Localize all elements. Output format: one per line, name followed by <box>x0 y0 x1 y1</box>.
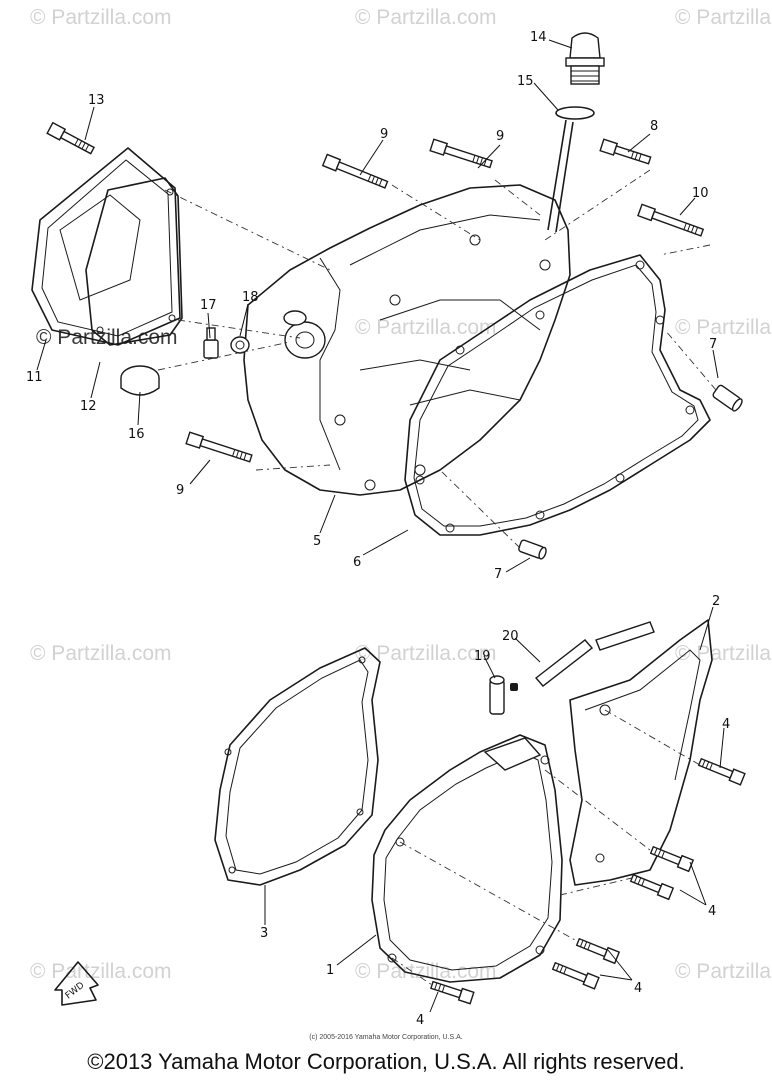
part-20-hose <box>534 621 655 687</box>
callout-1: 1 <box>326 963 334 978</box>
watermark: © Partzilla.com <box>30 6 172 29</box>
callout-12: 12 <box>80 399 97 414</box>
callout-7: 7 <box>494 567 502 582</box>
callout-9: 9 <box>496 129 504 144</box>
watermark: © Partzilla.com <box>36 326 178 349</box>
part-7-dowel <box>518 539 547 560</box>
part-13-bolt <box>46 121 95 155</box>
callout-13: 13 <box>88 93 105 108</box>
part-17-bolt <box>203 327 219 359</box>
watermarks: © Partzilla.com © Partzilla.com © Partzi… <box>30 6 772 983</box>
part-5-crankcase-cover <box>243 119 574 496</box>
callout-18: 18 <box>242 290 259 305</box>
watermark: © Partzilla.com <box>675 6 772 29</box>
part-11-cover <box>31 147 181 346</box>
callout-9: 9 <box>176 483 184 498</box>
callout-20: 20 <box>502 629 519 644</box>
callout-3: 3 <box>260 926 268 941</box>
part-3-gasket <box>214 647 381 886</box>
watermark: © Partzilla.com <box>675 642 772 665</box>
part-16-plug <box>120 365 160 396</box>
callout-16: 16 <box>128 427 145 442</box>
watermark: © Partzilla.com <box>30 642 172 665</box>
part-4-bolt <box>649 845 695 873</box>
part-14-oil-cap <box>565 32 605 85</box>
watermark: © Partzilla.com <box>355 316 497 339</box>
callout-6: 6 <box>353 555 361 570</box>
callout-14: 14 <box>530 30 547 45</box>
watermark: © Partzilla.com <box>355 960 497 983</box>
copyright-small: (c) 2005-2016 Yamaha Motor Corporation, … <box>309 1034 463 1041</box>
callouts: 13 9 9 8 10 14 15 11 12 16 17 18 7 9 5 6… <box>26 30 730 1028</box>
part-4-bolt <box>629 873 675 901</box>
watermark: © Partzilla.com <box>355 6 497 29</box>
part-12-gasket <box>85 177 183 346</box>
watermark: © Partzilla.com <box>30 960 172 983</box>
callout-11: 11 <box>26 370 43 385</box>
assembly-lines-lower <box>391 709 701 986</box>
part-7-dowel <box>712 384 743 412</box>
part-19-fitting <box>489 675 518 715</box>
copyright-main: ©2013 Yamaha Motor Corporation, U.S.A. A… <box>87 1049 685 1074</box>
watermark: © Partzilla.com <box>355 642 497 665</box>
callout-9: 9 <box>380 127 388 142</box>
callout-17: 17 <box>200 298 217 313</box>
part-2-sprocket-cover <box>569 619 713 886</box>
part-4-bolt <box>551 961 600 990</box>
part-15-o-ring <box>555 106 595 120</box>
part-4-bolt <box>430 980 475 1005</box>
callout-4: 4 <box>722 717 730 732</box>
callout-4: 4 <box>634 981 642 996</box>
part-9-bolt <box>185 431 253 463</box>
part-8-bolt <box>599 138 652 165</box>
callout-19: 19 <box>474 649 491 664</box>
part-10-bolt <box>637 203 705 237</box>
callout-7: 7 <box>709 337 717 352</box>
watermark: © Partzilla.com <box>675 316 772 339</box>
part-4-bolt <box>697 757 746 786</box>
callout-15: 15 <box>517 74 534 89</box>
callout-8: 8 <box>650 119 658 134</box>
callout-2: 2 <box>712 594 720 609</box>
fwd-label: FWD <box>64 981 87 1002</box>
callout-5: 5 <box>313 534 321 549</box>
part-9-bolt <box>429 138 493 169</box>
assembly-lines-upper <box>157 169 717 549</box>
callout-4: 4 <box>708 904 716 919</box>
leader-lines <box>36 39 725 1013</box>
watermark: © Partzilla.com <box>675 960 772 983</box>
callout-10: 10 <box>692 186 709 201</box>
part-4-bolt <box>575 937 621 965</box>
part-9-bolt <box>321 153 389 189</box>
part-18-washer <box>230 336 250 354</box>
callout-4: 4 <box>416 1013 424 1028</box>
part-1-magneto-cover <box>371 734 563 983</box>
part-6-gasket <box>404 254 711 536</box>
